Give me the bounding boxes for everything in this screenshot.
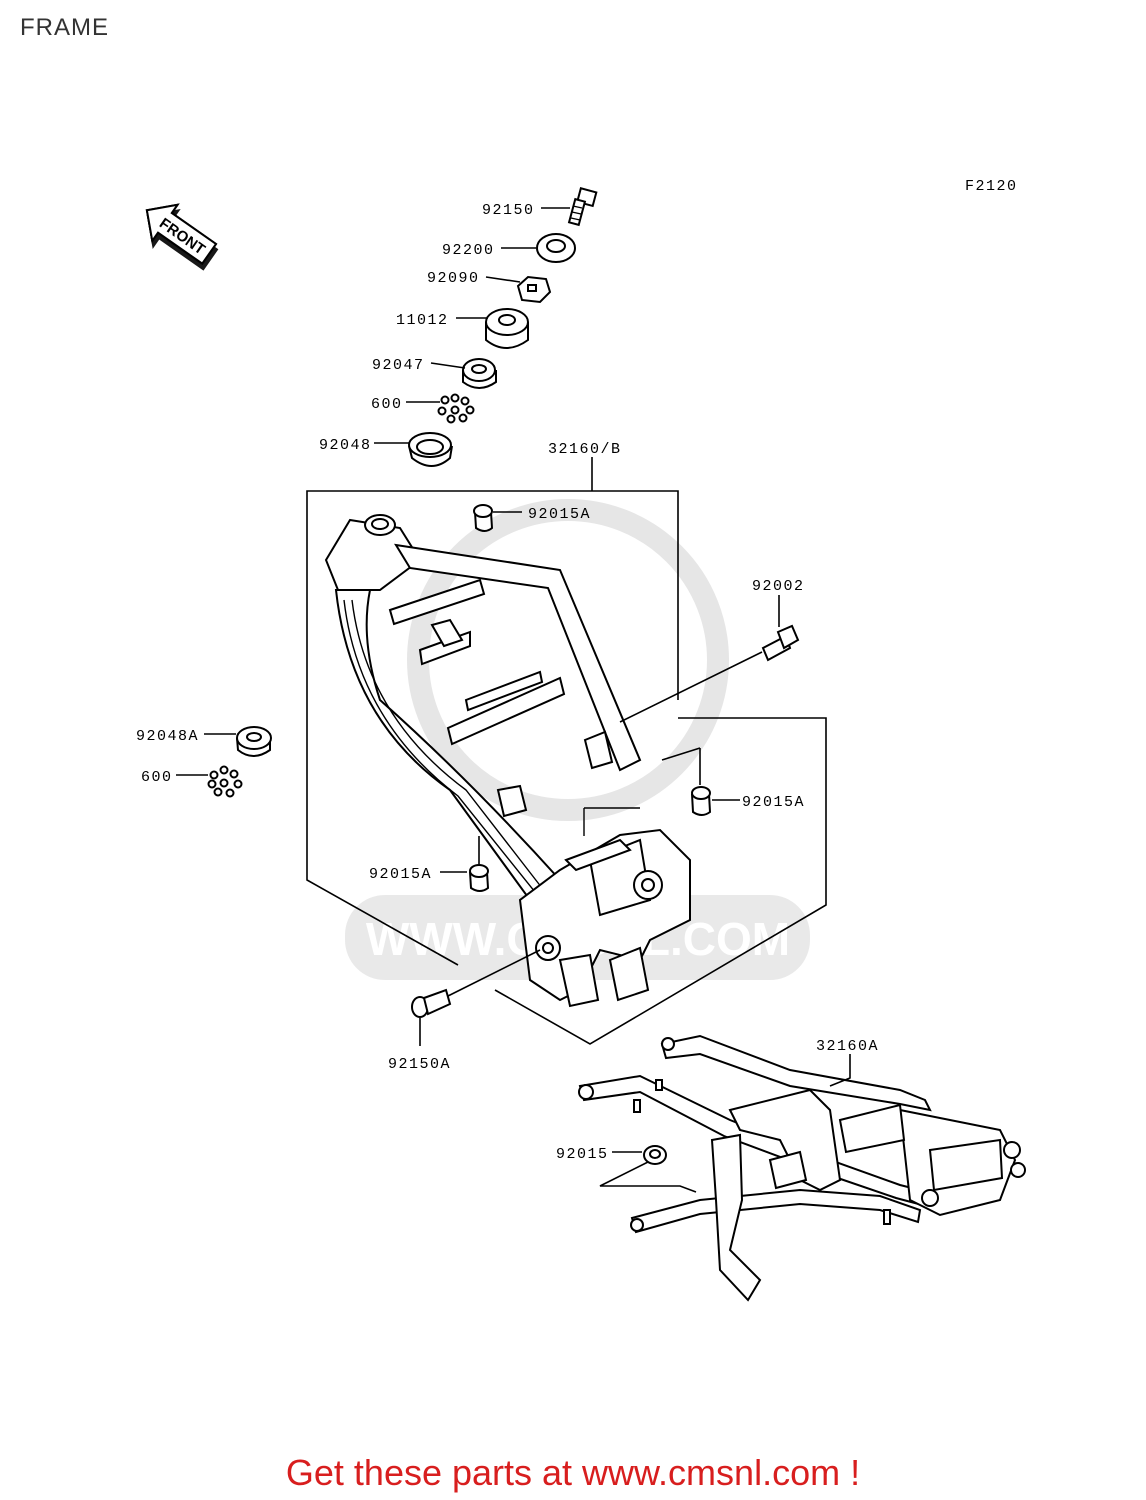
leader-lines-top <box>374 207 593 491</box>
cta-link[interactable]: Get these parts at www.cmsnl.com ! <box>285 1452 861 1493</box>
callout-32160b: 32160/B <box>548 441 622 458</box>
callout-92002: 92002 <box>752 578 805 595</box>
leader-92015-to-frame <box>599 1161 697 1193</box>
callout-92150: 92150 <box>482 202 535 219</box>
main-frame-group <box>306 490 827 1045</box>
callout-92015a-left: 92015A <box>369 866 432 883</box>
nut-92015a-top-icon <box>473 504 494 532</box>
subframe-32160a-icon <box>578 1034 1026 1302</box>
callout-92047: 92047 <box>372 357 425 374</box>
cup-92048-icon <box>408 432 453 467</box>
bolt-92150-icon <box>567 187 598 227</box>
main-frame-icon <box>324 514 691 1008</box>
bolt-92002-icon <box>761 624 800 662</box>
nut-92015a-right-icon <box>691 786 712 816</box>
washer-92200-icon <box>536 233 576 263</box>
steering-stem-stack <box>408 187 598 467</box>
balls-600-left-icon <box>207 765 243 798</box>
bolt-92150a-icon <box>411 988 452 1018</box>
nut-92015a-left-icon <box>469 864 490 892</box>
callout-92048a: 92048A <box>136 728 199 745</box>
callout-92200: 92200 <box>442 242 495 259</box>
leader-92015a-right-d <box>661 747 701 761</box>
frame-parts-diagram: WWW.CMSNL.COM FRONT F2120 <box>136 178 1026 1302</box>
leader-32160a <box>829 1054 851 1087</box>
callout-11012: 11012 <box>396 312 449 329</box>
callout-92048: 92048 <box>319 437 372 454</box>
cap-11012-icon <box>485 308 529 349</box>
callout-32160a: 32160A <box>816 1038 879 1055</box>
nut-92015-icon <box>643 1145 667 1165</box>
leader-92002-to-frame <box>619 651 763 723</box>
callout-92090: 92090 <box>427 270 480 287</box>
callout-92150a: 92150A <box>388 1056 451 1073</box>
clip-92090-icon <box>516 275 552 304</box>
callout-92015a-top: 92015A <box>528 506 591 523</box>
callout-600-top: 600 <box>371 396 403 413</box>
balls-600-top-icon <box>437 393 475 424</box>
callout-labels: 92150 92200 92090 11012 92047 600 92048 … <box>136 202 879 1163</box>
callout-600-left: 600 <box>141 769 173 786</box>
page-title: FRAME <box>20 14 109 41</box>
leader-92150a-to-frame <box>447 949 541 997</box>
bushing-92047-icon <box>462 358 497 389</box>
callout-92015a-right: 92015A <box>742 794 805 811</box>
cup-92048a-icon <box>236 726 272 757</box>
diagram-code: F2120 <box>965 178 1018 195</box>
callout-92015: 92015 <box>556 1146 609 1163</box>
front-arrow-icon: FRONT <box>145 203 219 271</box>
